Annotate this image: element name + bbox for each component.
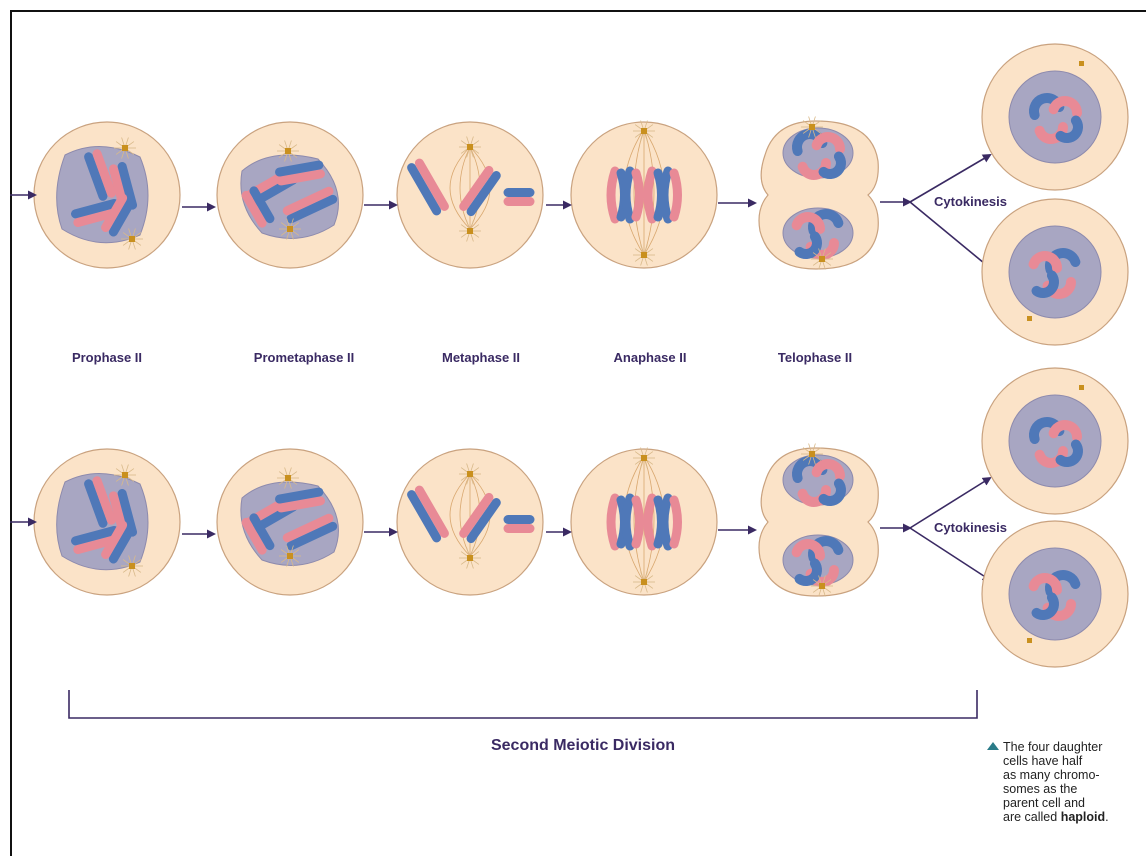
centriole [467,228,473,234]
chromatid [626,498,630,546]
stage-label-anaphase: Anaphase II [614,350,687,365]
cell-prometaphase [217,122,363,268]
chromatid [674,500,678,544]
daughter-cell [982,521,1128,667]
centriole [641,252,647,258]
caption-line: The four daughter [1003,740,1143,754]
centriole [129,563,135,569]
caption-bold-term: haploid [1061,810,1105,824]
centriole [1079,385,1084,390]
chromatid [648,171,652,219]
centriole [819,256,825,262]
chromatid [626,171,630,219]
arrow-to-daughter [910,202,990,268]
daughter-cells [982,44,1128,667]
stage-label-prophase: Prophase II [72,350,142,365]
daughter-cell [982,199,1128,345]
centriole [1027,638,1032,643]
cell-metaphase [397,449,543,595]
centriole [1027,316,1032,321]
daughter-cell [982,368,1128,514]
cell-prometaphase [217,449,363,595]
centriole [809,451,815,457]
centriole [285,148,291,154]
cell-telophase [759,444,878,597]
nucleus [1009,71,1101,163]
stage-label-metaphase: Metaphase II [442,350,520,365]
chromatid [664,498,668,546]
daughter-cell [982,44,1128,190]
cell-telophase [759,117,878,270]
chromatid [664,171,668,219]
centriole [467,144,473,150]
cell-prophase [34,449,180,595]
cytokinesis-label-bottom: Cytokinesis [934,520,1007,535]
centriole [467,471,473,477]
caption-text: . [1105,810,1108,824]
stage-label-prometaphase: Prometaphase II [254,350,354,365]
caption-line: as many chromo- [1003,768,1143,782]
cell-anaphase [571,448,717,595]
centriole [809,124,815,130]
centriole [641,128,647,134]
cell-prophase [34,122,180,268]
nucleus [1009,395,1101,487]
chromatid [648,498,652,546]
caption-text: are called [1003,810,1061,824]
caption: The four daughter cells have half as man… [1003,740,1143,824]
chromatid [636,500,640,544]
triangle-icon [987,742,999,750]
chromatid [636,173,640,217]
centriole [467,555,473,561]
chromatid [611,171,615,219]
arrow-to-daughter [910,528,990,580]
chromatid [611,498,615,546]
top-row-cells [34,117,878,270]
cell-metaphase [397,122,543,268]
centriole [122,472,128,478]
bottom-row-cells [34,444,878,597]
caption-line: somes as the [1003,782,1143,796]
division-label: Second Meiotic Division [491,737,675,754]
chromatid [674,173,678,217]
caption-line: cells have half [1003,754,1143,768]
centriole [287,226,293,232]
division-bracket [69,690,977,718]
centriole [285,475,291,481]
centriole [129,236,135,242]
centriole [641,579,647,585]
stage-label-telophase: Telophase II [778,350,852,365]
centriole [819,583,825,589]
centriole [641,455,647,461]
centriole [122,145,128,151]
centriole [1079,61,1084,66]
caption-line-last: are called haploid. [1003,810,1143,824]
centriole [287,553,293,559]
cytokinesis-label-top: Cytokinesis [934,194,1007,209]
caption-line: parent cell and [1003,796,1143,810]
cell-anaphase [571,121,717,268]
